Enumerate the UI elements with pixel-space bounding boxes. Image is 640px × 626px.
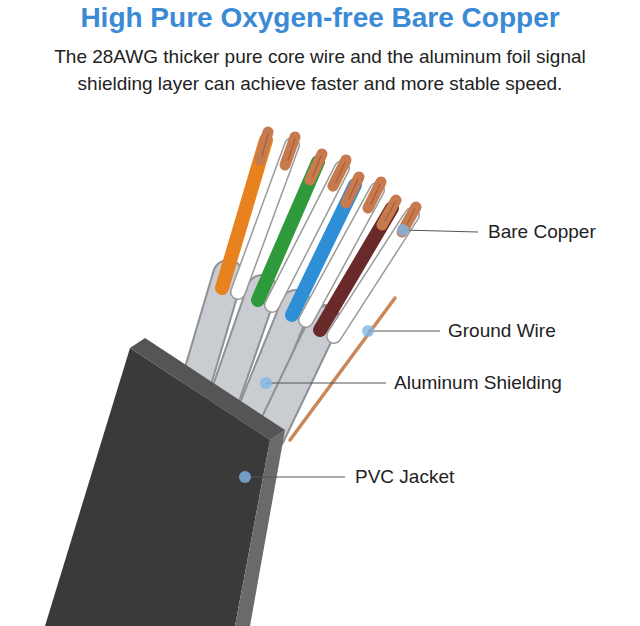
leader-lines — [239, 224, 478, 483]
diagram-title: High Pure Oxygen-free Bare Copper — [0, 2, 640, 34]
part-label: Bare Copper — [488, 220, 596, 244]
part-label: Aluminum Shielding — [394, 371, 562, 395]
pvc-jacket — [45, 338, 285, 626]
part-label: PVC Jacket — [355, 465, 454, 489]
part-label: Ground Wire — [448, 319, 556, 343]
diagram-caption: The 28AWG thicker pure core wire and the… — [20, 43, 620, 97]
insulated-wires — [222, 140, 412, 336]
bare-copper — [260, 132, 416, 232]
